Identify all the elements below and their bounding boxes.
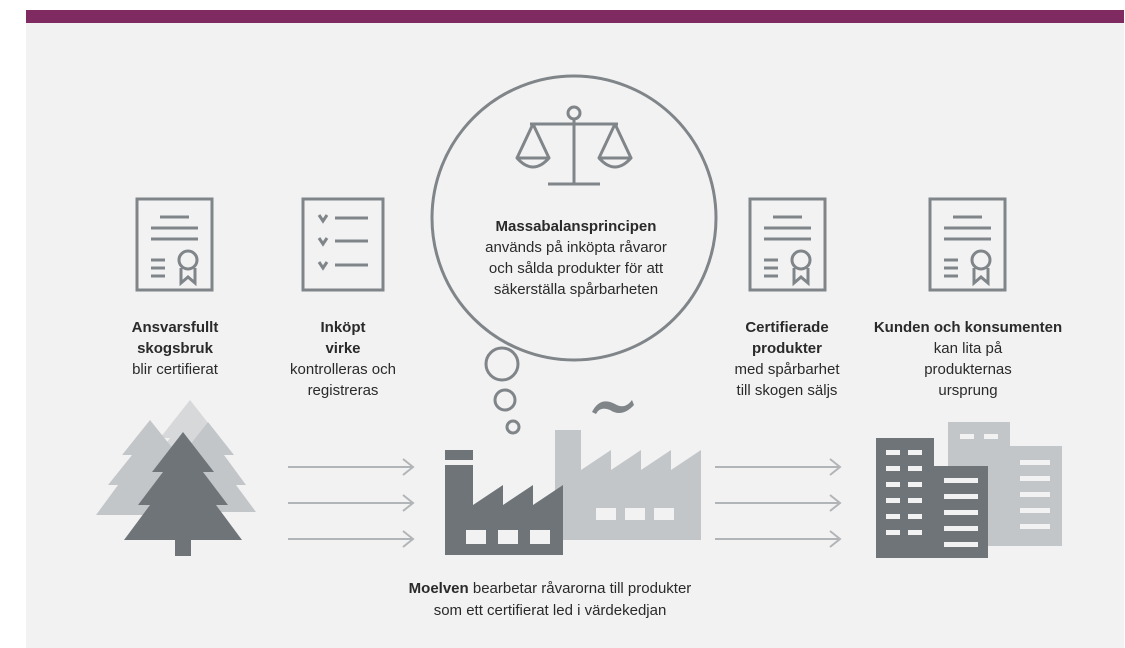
- buildings-icon: [876, 422, 1062, 558]
- thought-bubble-text: Massabalansprincipen används på inköpta …: [440, 216, 712, 300]
- thought-bubble: [430, 74, 718, 435]
- step-text: med spårbarhet: [734, 361, 840, 378]
- certificate-icon: [135, 197, 214, 292]
- step-purchased-wood-label: Inköpt virke kontrolleras och registrera…: [268, 317, 418, 401]
- certificate-icon: [928, 197, 1007, 292]
- step-certified-products-label: Certifierade produkter med spårbarhet ti…: [712, 317, 862, 401]
- factory-caption-text: bearbetar råvarorna till produkter: [468, 580, 692, 597]
- scale-icon: [515, 105, 633, 186]
- step-text: kontrolleras och: [290, 361, 396, 378]
- thought-bubble-title: Massabalansprincipen: [495, 218, 657, 235]
- step-text: till skogen säljs: [736, 382, 838, 399]
- thought-bubble-line: används på inköpta råvaror: [485, 239, 667, 256]
- arrow-icon: [288, 458, 415, 548]
- step-text: registreras: [307, 382, 379, 399]
- step-text: produkternas: [924, 361, 1012, 378]
- top-accent-bar: [26, 10, 1124, 23]
- step-title: skogsbruk: [137, 340, 213, 357]
- trees-icon: [96, 400, 256, 556]
- thought-bubble-line: säkerställa spårbarheten: [493, 281, 659, 298]
- factory-caption-line2: som ett certifierat led i värdekedjan: [433, 602, 667, 619]
- step-customer-label: Kunden och konsumenten kan lita på produ…: [858, 317, 1078, 401]
- step-title: Certifierade: [745, 319, 829, 336]
- step-title: virke: [325, 340, 361, 357]
- step-text: ursprung: [938, 382, 998, 399]
- step-title: Ansvarsfullt: [131, 319, 219, 336]
- step-title: Kunden och konsumenten: [873, 319, 1063, 336]
- arrow-icon: [715, 458, 842, 548]
- checklist-icon: [301, 197, 385, 292]
- factory-caption: Moelven bearbetar råvarorna till produkt…: [340, 578, 760, 622]
- step-title: Inköpt: [320, 319, 366, 336]
- step-text: blir certifierat: [132, 361, 218, 378]
- step-forestry-label: Ansvarsfullt skogsbruk blir certifierat: [92, 317, 258, 380]
- step-text: kan lita på: [933, 340, 1003, 357]
- thought-bubble-line: och sålda produkter för att: [488, 260, 664, 277]
- certificate-icon: [748, 197, 827, 292]
- step-title: produkter: [751, 340, 822, 357]
- company-name: Moelven: [408, 580, 469, 597]
- factory-icon: [445, 400, 701, 555]
